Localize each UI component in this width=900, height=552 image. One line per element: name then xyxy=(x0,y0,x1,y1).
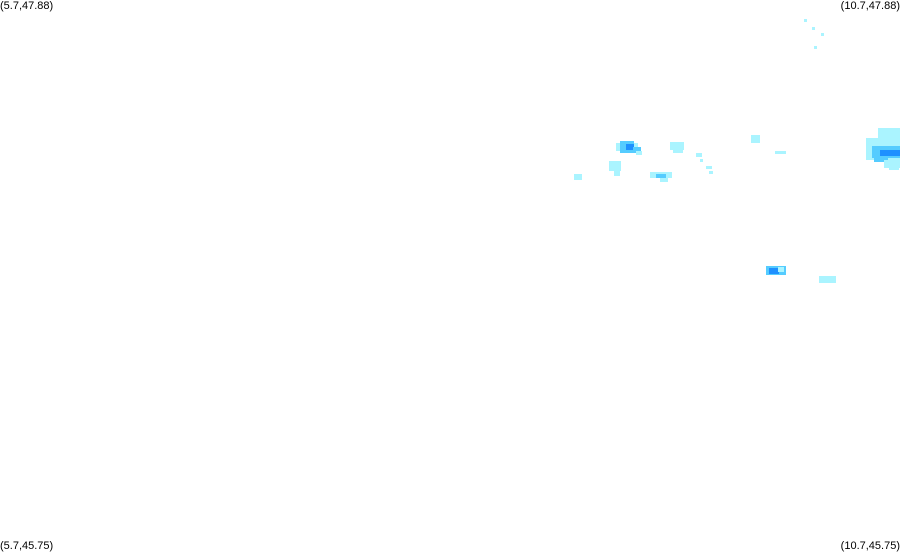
radar-echo-cell xyxy=(769,268,779,274)
radar-echo-cell xyxy=(673,148,683,153)
radar-echo-cell xyxy=(614,170,620,176)
corner-label-bottom-left: (5.7,45.75) xyxy=(0,540,54,552)
radar-echo-cell xyxy=(700,159,703,162)
radar-echo-cell xyxy=(633,147,641,153)
radar-echo-cell xyxy=(656,174,666,178)
radar-echo-cell xyxy=(814,46,817,49)
radar-echo-cell xyxy=(574,174,582,180)
corner-label-top-left: (5.7,47.88) xyxy=(0,0,54,12)
radar-echo-cell xyxy=(670,142,684,150)
radar-echo-cell xyxy=(874,156,888,162)
radar-echo-cell xyxy=(819,276,836,283)
radar-echo-cell xyxy=(626,144,634,150)
radar-echo-cell xyxy=(889,164,899,170)
radar-echo-cell xyxy=(609,161,621,171)
radar-echo-cell xyxy=(821,33,824,36)
corner-label-bottom-right: (10.7,45.75) xyxy=(840,540,900,552)
radar-echo-cell xyxy=(751,135,760,143)
radar-echo-cell xyxy=(878,128,900,142)
radar-echo-cell xyxy=(812,27,815,30)
radar-echo-cell xyxy=(778,267,784,272)
radar-echo-cell xyxy=(880,150,900,156)
radar-echo-cell xyxy=(636,151,642,155)
radar-echo-cell xyxy=(706,166,712,169)
radar-echo-cell xyxy=(660,178,668,182)
radar-echo-cell xyxy=(696,153,702,157)
radar-echo-cell xyxy=(804,19,807,22)
corner-label-top-right: (10.7,47.88) xyxy=(840,0,900,12)
radar-echo-cell xyxy=(709,171,713,174)
radar-echo-cell xyxy=(775,151,786,154)
